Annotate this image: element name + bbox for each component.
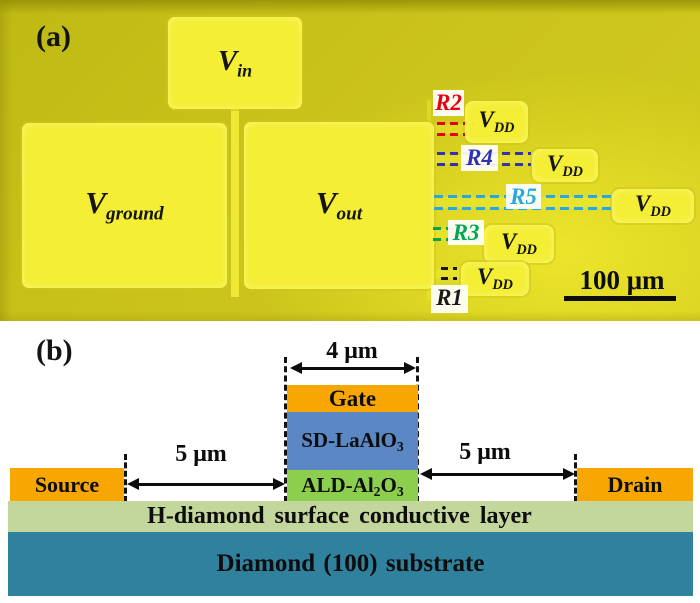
gate-drain-gap-dimension: 5 μm <box>459 439 511 465</box>
pad-vin: Vin <box>168 17 302 109</box>
arrowhead-left-icon <box>420 468 432 480</box>
source-edge-dashed-line <box>124 454 127 502</box>
pad-vdd-r5: VDD <box>612 189 694 223</box>
sd-laalo3-layer: SD-LaAlO3 <box>287 412 418 470</box>
pad-vout: Vout <box>244 122 434 289</box>
resistor-label-r3: R3 <box>448 220 484 245</box>
pad-vdd-label: VDD <box>501 229 537 259</box>
gate-drain-gap-arrow <box>420 467 575 481</box>
r2-dashed-line <box>437 122 465 125</box>
gate-length-arrow <box>290 361 416 375</box>
arrowhead-right-icon <box>404 362 416 374</box>
gate-left-dashed-line <box>284 357 287 502</box>
panel-a-micrograph: (a) Vin Vground Vout VDD VDD VDD VDD VD <box>0 0 700 321</box>
arrowhead-right-icon <box>273 478 285 490</box>
drain-electrode: Drain <box>577 468 693 501</box>
drain-edge-dashed-line <box>574 454 577 502</box>
resistor-label-r2: R2 <box>433 90 464 116</box>
r1-dashed-line <box>441 277 457 280</box>
source-gate-gap-arrow <box>127 477 285 491</box>
resistor-label-r5: R5 <box>506 184 541 209</box>
pad-vin-label: Vin <box>217 44 253 81</box>
resistor-label-r4: R4 <box>461 145 498 171</box>
ald-al2o3-layer: ALD-Al2O3 <box>287 470 418 501</box>
pad-vdd-label: VDD <box>547 150 583 180</box>
pad-vdd-label: VDD <box>478 107 515 137</box>
pad-vground-label: Vground <box>85 185 164 225</box>
gate-layer: Gate <box>287 385 418 412</box>
resistor-label-r1: R1 <box>431 285 468 313</box>
source-gate-gap-dimension: 5 μm <box>175 441 227 467</box>
arrow-shaft <box>298 367 408 370</box>
resistor-r1-wire <box>430 269 462 278</box>
ald-al2o3-label: ALD-Al2O3 <box>301 472 404 499</box>
r2-dashed-line <box>437 133 465 136</box>
pad-vdd-r4: VDD <box>532 149 598 182</box>
gate-length-dimension: 4 μm <box>326 338 378 364</box>
resistor-r2-wire <box>430 124 466 134</box>
r1-dashed-line <box>441 267 457 270</box>
pad-vdd-r1: VDD <box>461 262 529 296</box>
pad-vground: Vground <box>22 123 227 288</box>
panel-b-tag: (b) <box>36 334 73 367</box>
arrow-shaft <box>428 473 567 476</box>
arrowhead-left-icon <box>290 362 302 374</box>
vin-interconnect-wire <box>231 107 239 297</box>
pad-vout-label: Vout <box>315 185 363 225</box>
diamond-substrate-layer: Diamond (100) substrate <box>8 532 693 596</box>
pad-vdd-label: VDD <box>477 264 513 294</box>
scale-bar-label: 100 μm <box>579 265 665 295</box>
pad-vdd-label: VDD <box>635 191 671 221</box>
sd-laalo3-label: SD-LaAlO3 <box>301 428 404 455</box>
source-electrode: Source <box>10 468 124 501</box>
arrowhead-right-icon <box>563 468 575 480</box>
arrowhead-left-icon <box>127 478 139 490</box>
pad-vdd-r3: VDD <box>484 225 554 263</box>
h-diamond-surface-layer: H-diamond surface conductive layer <box>8 501 693 532</box>
scale-bar <box>564 296 676 301</box>
pad-vdd-r2: VDD <box>465 101 528 143</box>
arrow-shaft <box>135 483 277 486</box>
panel-a-tag: (a) <box>36 20 71 53</box>
